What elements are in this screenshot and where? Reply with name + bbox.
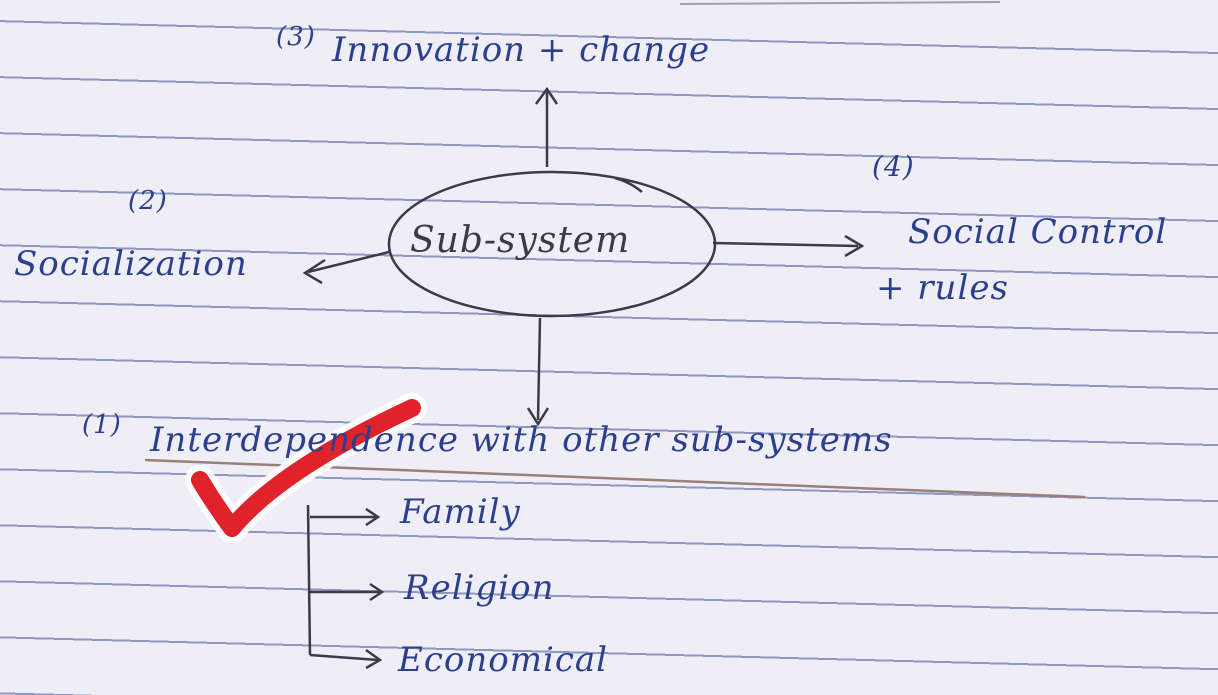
underline <box>144 458 1086 499</box>
left-number: (2) <box>128 186 168 216</box>
branch-economical: Economical <box>398 640 608 680</box>
right-number: (4) <box>872 150 915 183</box>
bottom-label: Interdependence with other sub-systems <box>150 420 893 460</box>
arrow-up <box>534 86 559 167</box>
arrow-left <box>302 250 390 285</box>
branch-religion: Religion <box>404 568 555 608</box>
right-label-line2: + rules <box>876 268 1009 308</box>
arrow-right <box>712 234 865 258</box>
left-label: Socialization <box>14 244 248 284</box>
bottom-number: (1) <box>82 410 122 440</box>
right-label-line1: Social Control <box>908 212 1168 252</box>
center-label: Sub-system <box>410 220 631 261</box>
top-number: (3) <box>276 22 316 52</box>
branch-family: Family <box>400 492 521 532</box>
branch-tree <box>306 504 385 670</box>
top-label: Innovation + change <box>332 30 711 70</box>
arrow-down <box>526 317 550 427</box>
check-mark-icon <box>185 393 427 543</box>
